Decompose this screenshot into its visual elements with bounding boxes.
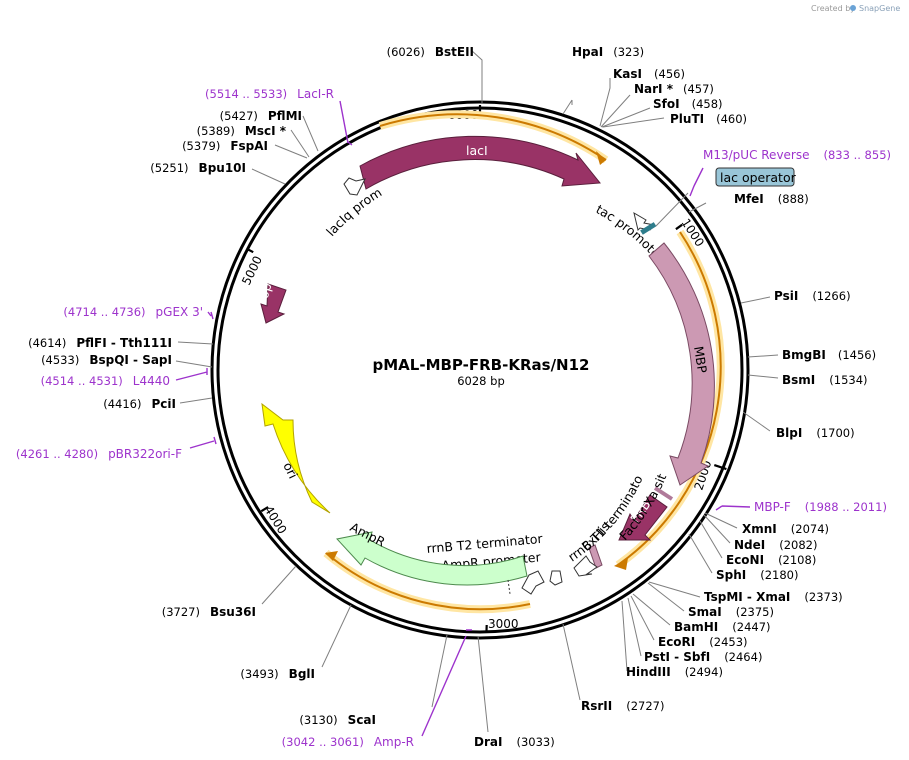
laci-label: lacI xyxy=(466,143,488,158)
leader-tspmi xyxy=(648,581,701,598)
leader-bpu10i xyxy=(251,168,286,185)
leader-scai xyxy=(431,634,448,708)
primer-mark-m13 xyxy=(689,167,704,197)
leader-bgli xyxy=(321,604,352,668)
leader-rsrii xyxy=(562,623,581,701)
leader-fspai xyxy=(274,144,308,159)
leader-sphi xyxy=(688,533,713,574)
site-leader-lines xyxy=(175,49,779,733)
ampr-promoter-feature[interactable] xyxy=(549,570,563,586)
tick-label-3000: 3000 xyxy=(488,617,519,631)
primer-mark-ampr xyxy=(421,629,472,737)
tick-mark xyxy=(245,247,254,254)
leader-bspqi xyxy=(175,360,213,368)
credit-prefix: Created by xyxy=(811,4,855,13)
ori-feature[interactable] xyxy=(261,402,331,514)
factor-xa-site-mark[interactable] xyxy=(653,486,674,501)
leader-sfoi xyxy=(601,107,651,128)
orf-ampr-arrow-icon xyxy=(325,551,338,561)
leader-mfei xyxy=(688,202,707,213)
laci-feature[interactable] xyxy=(359,135,601,190)
his6-feature[interactable] xyxy=(588,544,603,569)
frb-feature[interactable] xyxy=(618,494,668,541)
leader-bsmi xyxy=(747,374,779,379)
leader-pflmi xyxy=(302,115,319,152)
leader-bamhi xyxy=(632,593,671,626)
leader-hindiii xyxy=(621,600,628,672)
primer-mark-laci-r xyxy=(339,100,353,146)
rop-label: rop xyxy=(254,281,274,305)
leader-xmni xyxy=(704,512,738,529)
lac-operator-box[interactable] xyxy=(715,167,795,187)
leader-ecori xyxy=(630,595,655,641)
leader-drai xyxy=(477,635,489,733)
leader-msci xyxy=(290,129,310,158)
laciq-promoter-feature[interactable] xyxy=(343,177,366,196)
orf-laci-line xyxy=(379,113,607,161)
leader-smai xyxy=(647,582,685,612)
primer-marks xyxy=(175,100,751,737)
primer-mark-pgex3 xyxy=(207,311,214,320)
primer-mark-mbpf xyxy=(715,505,751,511)
rrnb-t1-terminator-feature[interactable] xyxy=(573,555,598,577)
lac-operator-label: lac operator xyxy=(720,170,797,185)
leader-psti xyxy=(627,597,642,657)
orf-mbp-arrow-icon xyxy=(614,558,628,570)
mbp-label: MBP xyxy=(691,345,710,374)
orf-bands xyxy=(323,110,725,614)
leader-bmgbi xyxy=(747,354,779,358)
plasmid-name: pMAL-MBP-FRB-KRas/N12 xyxy=(373,356,590,374)
leader-pcii xyxy=(179,397,213,404)
leader-bsu36i xyxy=(261,565,297,605)
plasmid-size: 6028 bp xyxy=(457,374,505,388)
snapgene-credit: Created by SnapGene xyxy=(811,4,900,13)
tick-mark xyxy=(260,506,269,513)
leader-psii xyxy=(740,296,771,304)
backbone-outer-ring xyxy=(210,100,750,640)
orf-mbp-line xyxy=(617,231,722,566)
rrnb-t2-terminator-feature[interactable] xyxy=(521,570,545,595)
leader-blpi xyxy=(742,411,771,432)
rop-feature[interactable] xyxy=(260,283,287,324)
primer-mark-l4440 xyxy=(175,368,208,381)
leader-ndei xyxy=(703,514,731,544)
lac-operator-leader xyxy=(655,192,689,227)
primer-mark-pbr322 xyxy=(189,436,217,449)
orf-ampr-line xyxy=(325,552,531,611)
tick-mark xyxy=(675,223,683,231)
tick-mark xyxy=(713,464,727,471)
lac-operator-mark[interactable] xyxy=(640,222,657,235)
leader-econi xyxy=(699,520,723,559)
leader-pluti xyxy=(602,117,665,128)
leader-hpai xyxy=(562,99,573,115)
mbp-feature[interactable] xyxy=(648,242,715,486)
leader-pflfi xyxy=(177,341,214,345)
leader-nari xyxy=(600,94,631,128)
credit-brand: SnapGene xyxy=(859,4,900,13)
orf-laci-arrow-icon xyxy=(596,151,606,165)
leader-kasi xyxy=(599,78,611,127)
leader-bsteii xyxy=(470,49,483,103)
snapgene-logo-icon xyxy=(850,5,856,11)
ampr-feature[interactable] xyxy=(336,531,528,586)
ori-label: ori xyxy=(280,460,301,481)
